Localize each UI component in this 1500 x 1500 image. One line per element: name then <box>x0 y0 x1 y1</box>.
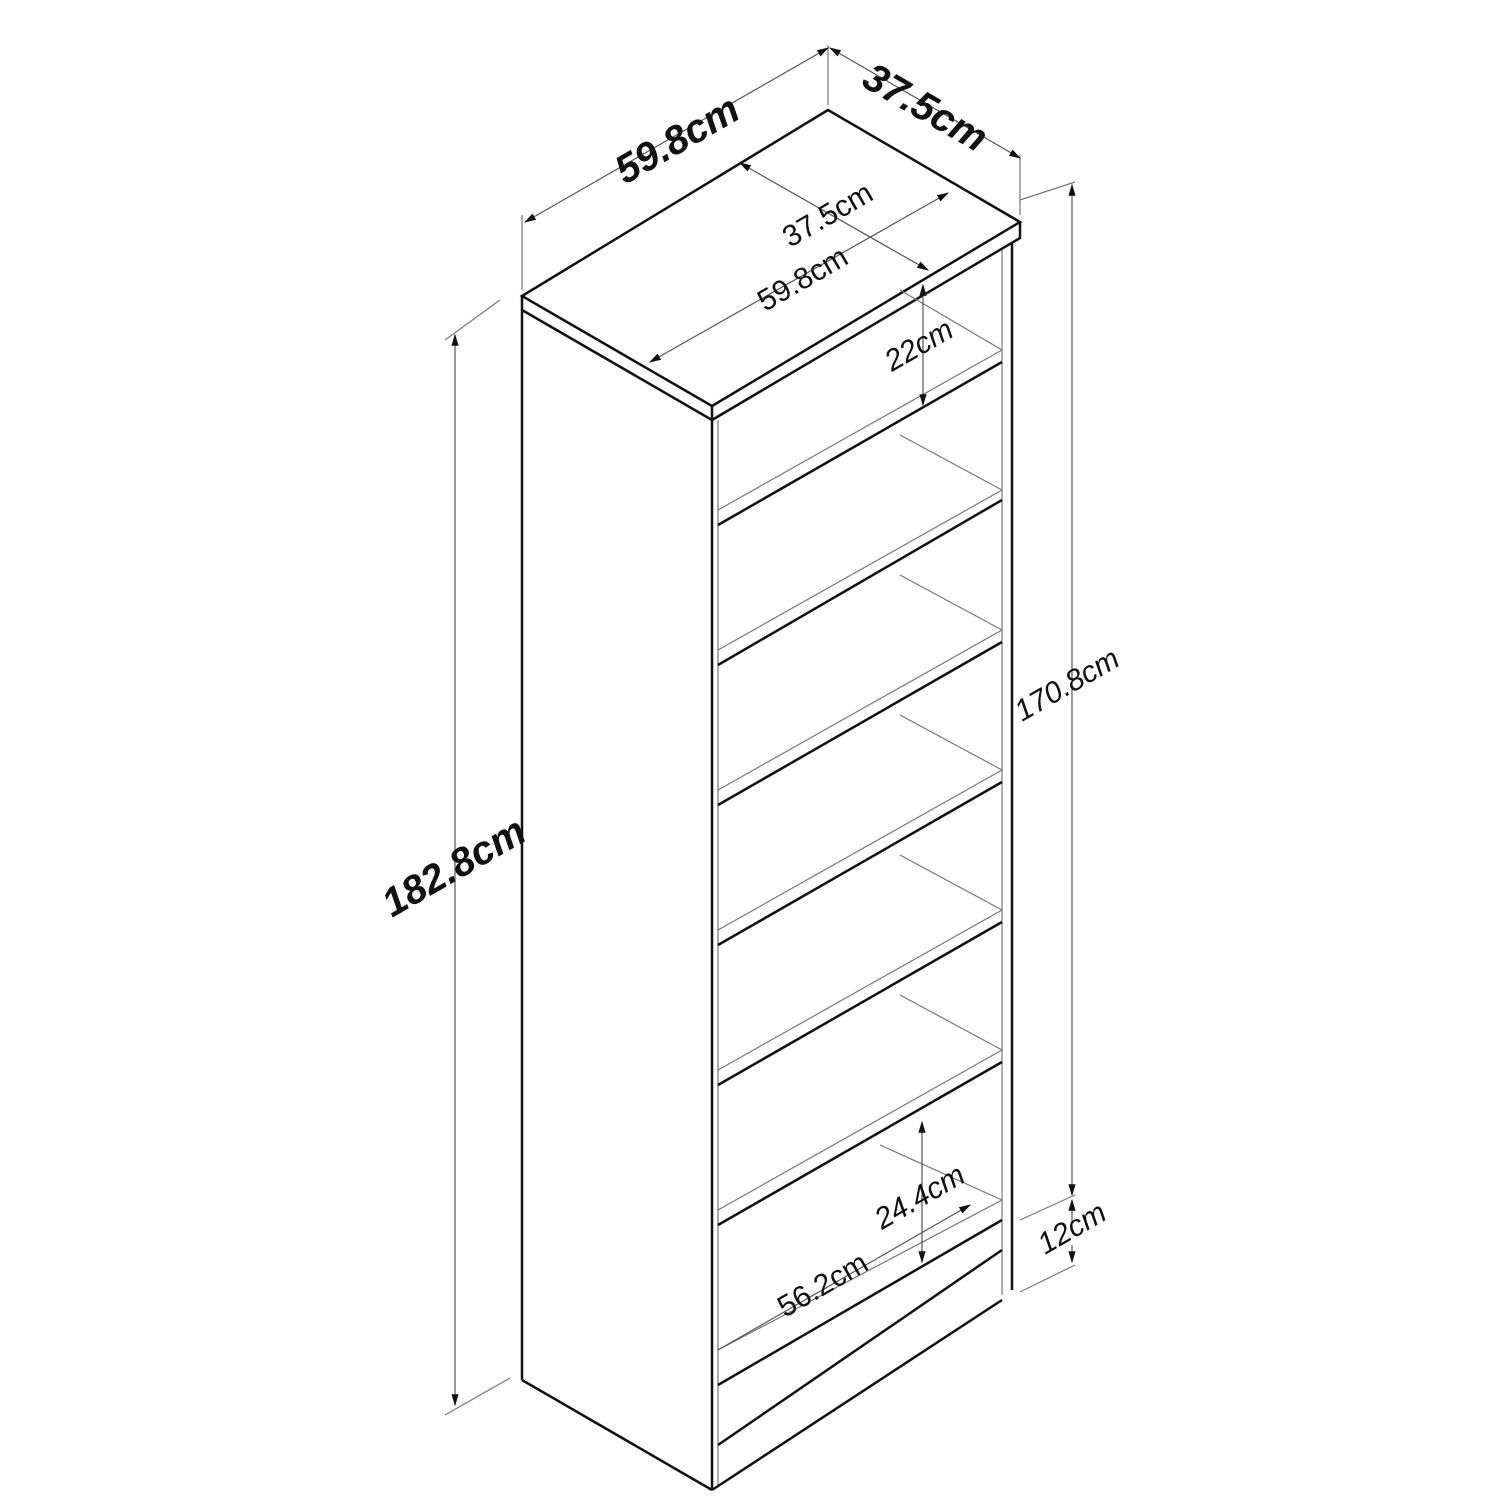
shelves <box>717 289 1004 1387</box>
shelf-1 <box>717 289 1004 527</box>
top-depth-label: 37.5cm <box>777 176 879 254</box>
shelf-4 <box>717 714 1004 947</box>
top-compartment-label: 22cm <box>878 313 959 379</box>
total-height-label: 182.8cm <box>375 809 534 926</box>
dimension-lines <box>444 45 1076 1416</box>
shelf-6 <box>717 994 1004 1227</box>
shelf-2 <box>717 434 1004 667</box>
cabinet-body <box>519 108 1023 1492</box>
shelf-3 <box>717 574 1004 807</box>
shelf-5 <box>717 854 1004 1087</box>
outer-width-label: 59.8cm <box>608 87 747 193</box>
top-width-label: 59.8cm <box>752 240 854 318</box>
outer-depth-label: 37.5cm <box>856 55 995 161</box>
inner-width-label: 56.2cm <box>772 1246 874 1324</box>
inner-height-label: 170.8cm <box>1009 642 1125 728</box>
